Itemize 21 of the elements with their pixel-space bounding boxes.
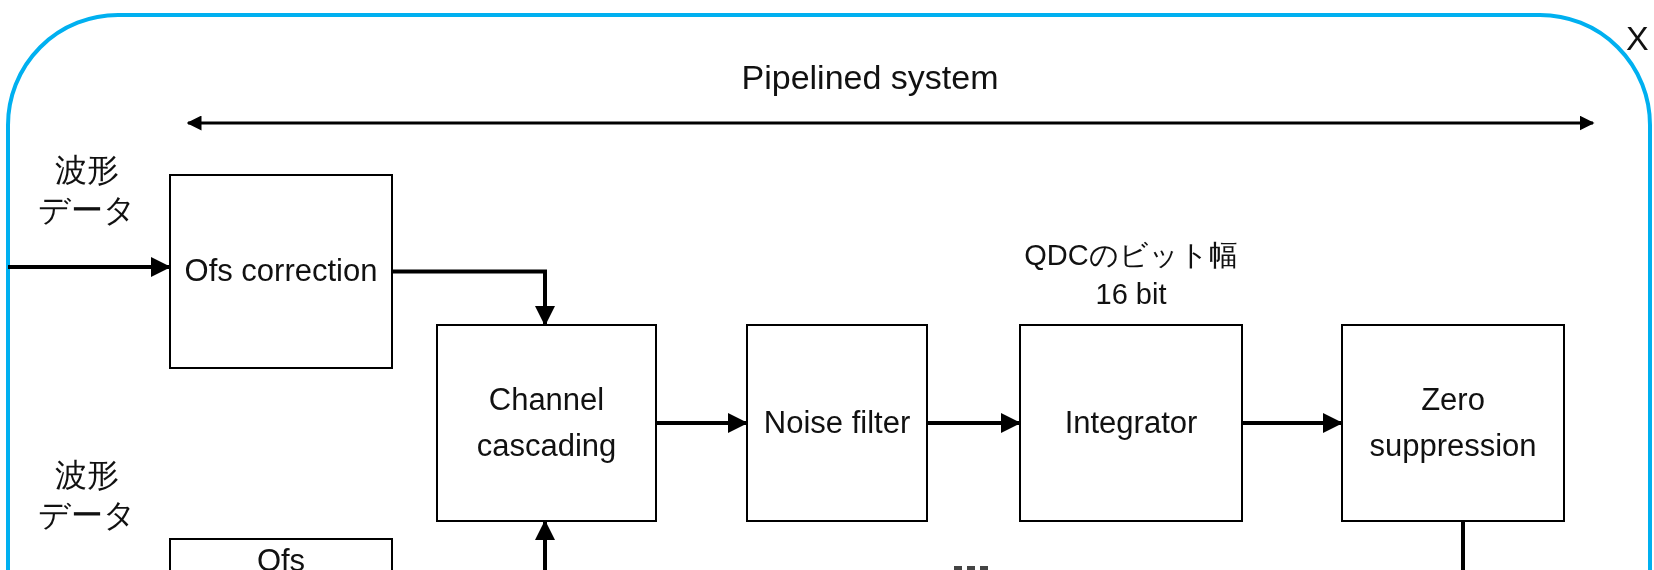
process-box — [436, 324, 657, 522]
arrow — [8, 257, 171, 277]
section-title: Pipelined system — [740, 57, 1000, 98]
process-box — [1019, 324, 1243, 522]
arrow — [657, 413, 748, 433]
arrow — [393, 269, 555, 326]
axis-letter: X — [1626, 18, 1649, 59]
input-label: 波形データ — [37, 456, 137, 535]
process-box — [746, 324, 928, 522]
box-label: Ofs correction — [184, 252, 378, 291]
input-label: 波形データ — [37, 151, 137, 230]
box-label: Integrator — [1064, 403, 1198, 442]
box-label: Noise filter — [763, 403, 911, 442]
bit-width-note: QDCのビット幅 16 bit — [1023, 238, 1239, 313]
box-label: Zero suppression — [1368, 380, 1538, 465]
process-box — [169, 538, 393, 570]
box-label: Channel cascading — [475, 380, 618, 465]
process-box — [169, 174, 393, 369]
arrow — [1243, 413, 1343, 433]
process-box — [1341, 324, 1565, 522]
arrow — [928, 413, 1021, 433]
